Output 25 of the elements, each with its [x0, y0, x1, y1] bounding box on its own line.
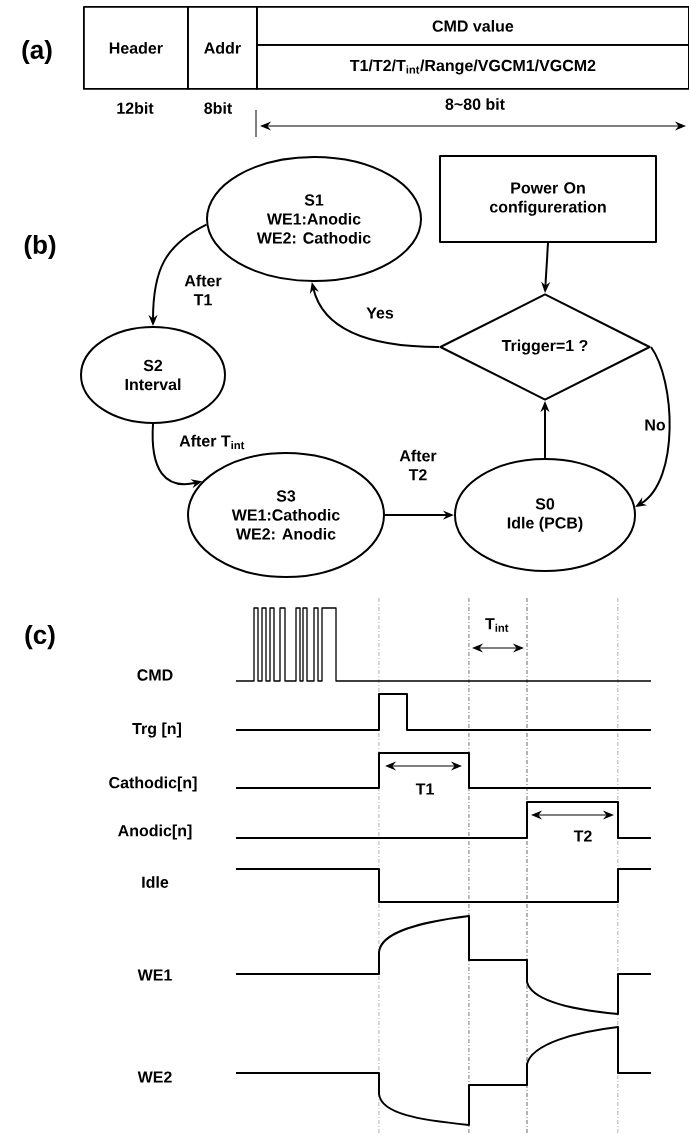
- edge-label: After T$_{int}$: [178, 433, 246, 451]
- bit-width-label: 8bit: [204, 102, 233, 114]
- duration-label: T2: [573, 830, 592, 842]
- signal-label: Cathodic[n]: [109, 776, 197, 792]
- process-box: Power On configureration: [439, 155, 657, 243]
- edge-label: Yes: [365, 306, 395, 320]
- signal-label: WE2: [137, 1071, 172, 1083]
- signal-label: WE1: [137, 969, 172, 981]
- table-cell: T1/T2/T$_{int}$/Range/VGCM1/VGCM2: [256, 44, 689, 90]
- duration-label: T$_{int}$: [485, 618, 509, 632]
- edge-label: No: [643, 418, 667, 432]
- bit-width-label: 12bit: [117, 102, 154, 114]
- signal-label: Anodic[n]: [118, 824, 192, 840]
- table-cell: CMD value: [256, 6, 689, 46]
- table-cell: Addr: [187, 6, 258, 90]
- edge-label: After T2: [394, 448, 442, 482]
- panel-label: (a): [22, 39, 52, 65]
- panel-label: (c): [25, 624, 55, 650]
- signal-label: CMD: [137, 669, 173, 681]
- duration-label: T1: [415, 783, 434, 795]
- signal-label: Trg [n]: [132, 722, 181, 738]
- table-cell: Header: [83, 6, 189, 90]
- panel-label: (b): [24, 234, 56, 260]
- signal-label: Idle: [142, 876, 169, 888]
- bit-width-label: 8~80 bit: [445, 98, 505, 110]
